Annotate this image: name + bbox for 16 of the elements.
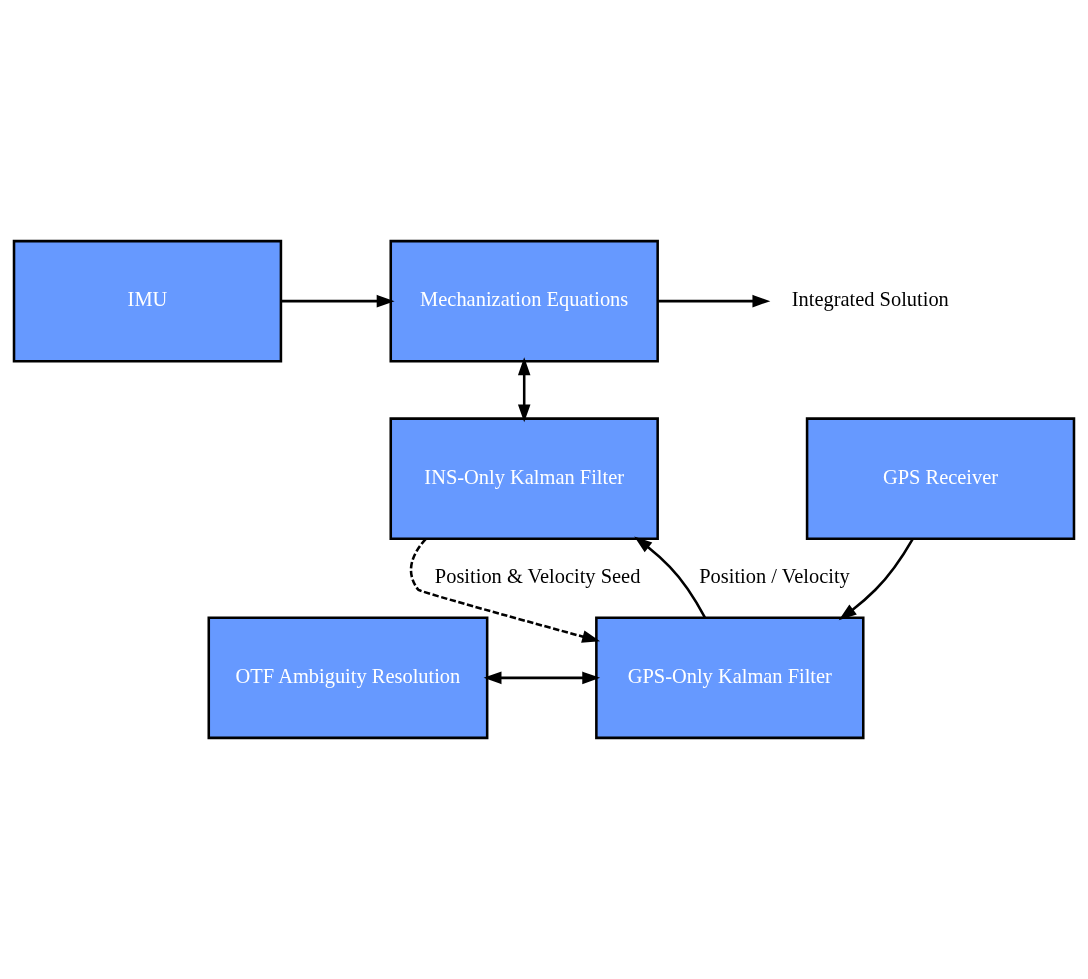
node-box: Mechanization Equations bbox=[389, 239, 659, 363]
node-box: GPS-Only Kalman Filter bbox=[595, 616, 865, 740]
node-box: INS-Only Kalman Filter bbox=[389, 417, 659, 540]
node-box: OTF Ambiguity Resolution bbox=[207, 616, 489, 740]
arrow bbox=[517, 357, 531, 423]
arrow bbox=[634, 536, 706, 619]
arrow bbox=[281, 294, 395, 308]
node-box: GPS Receiver bbox=[805, 417, 1076, 540]
node-text: Integrated Solution bbox=[791, 287, 949, 310]
arrow bbox=[838, 538, 914, 621]
arrow bbox=[483, 671, 601, 685]
edge-label: Position & Velocity Seed bbox=[434, 565, 641, 588]
node-box: IMU bbox=[12, 239, 283, 363]
edge-label: Position / Velocity bbox=[699, 565, 850, 588]
arrow bbox=[409, 538, 601, 643]
arrow bbox=[657, 294, 771, 308]
